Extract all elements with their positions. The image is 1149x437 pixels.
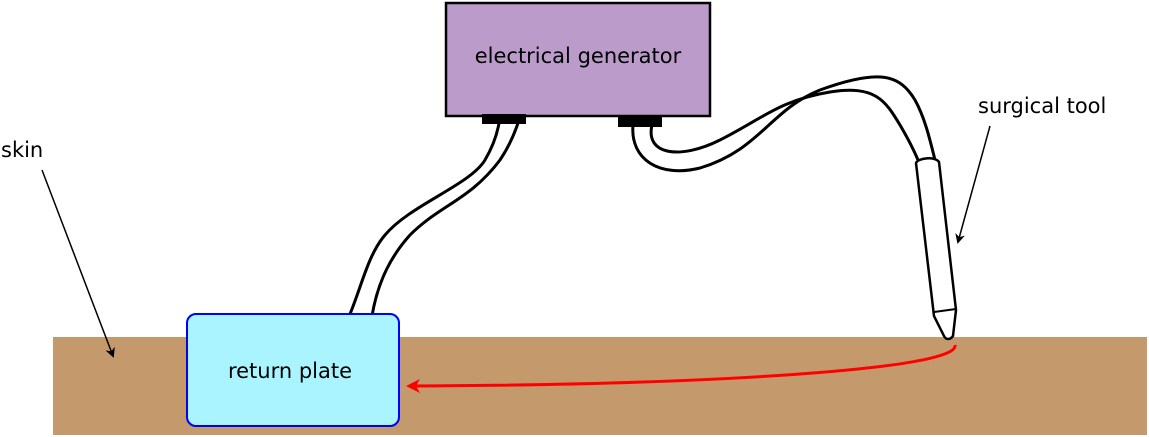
surgical-tool-pointer-arrow <box>955 125 991 244</box>
generator-connector-left <box>482 114 526 124</box>
generator-label: electrical generator <box>475 44 682 68</box>
surgical-tool-label: surgical tool <box>978 94 1106 118</box>
skin-label: skin <box>1 138 43 162</box>
generator-connector-right <box>618 117 662 127</box>
return-plate: return plate <box>186 313 400 427</box>
active-cable <box>631 75 937 173</box>
generator-box: electrical generator <box>444 1 712 127</box>
return-cable <box>348 122 520 317</box>
skin-pointer-arrow <box>41 169 115 358</box>
surgical-tool <box>914 157 958 341</box>
return-plate-label: return plate <box>228 359 352 383</box>
current-flow-arrow <box>406 344 957 393</box>
